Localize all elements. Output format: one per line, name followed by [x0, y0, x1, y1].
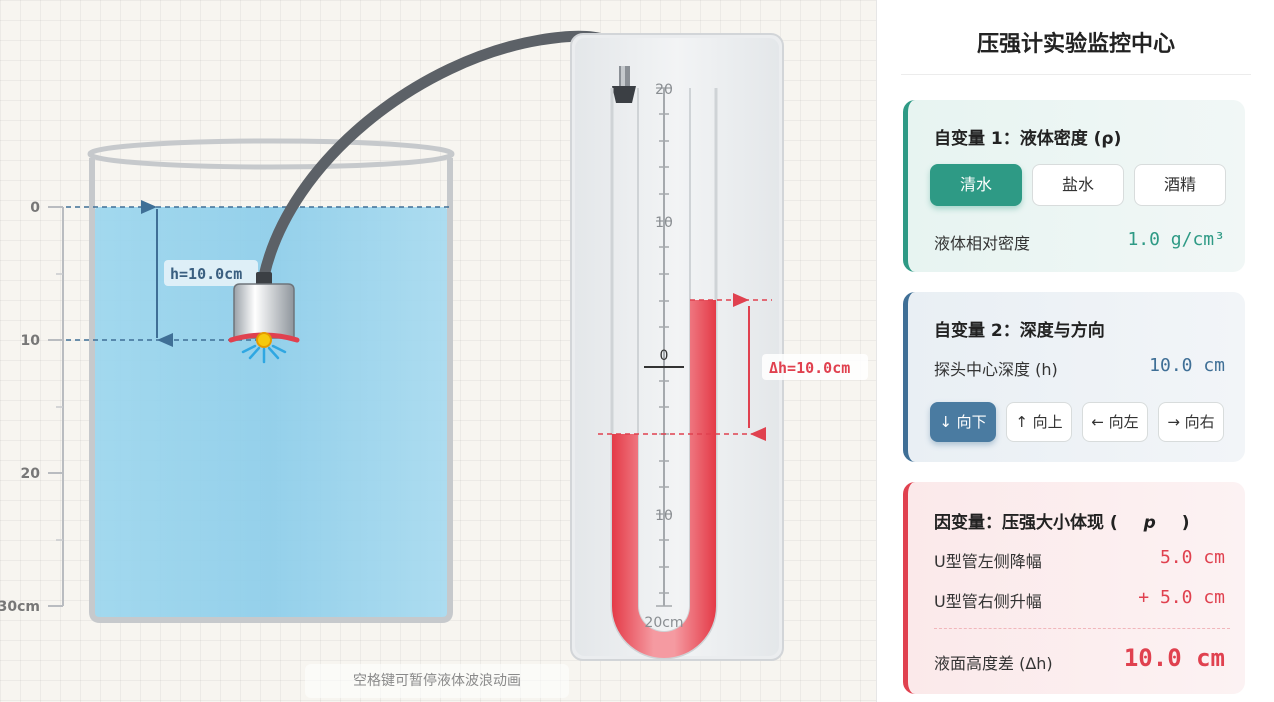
direction-up-button[interactable]: ↑ 向上	[1006, 402, 1072, 442]
water	[92, 207, 450, 621]
direction-left-button[interactable]: ← 向左	[1082, 402, 1148, 442]
scale-label-bottom-10: 10	[655, 508, 673, 524]
depth-label-10: 10	[21, 333, 41, 349]
depth-label-0: 0	[30, 200, 40, 216]
control-panel: 压强计实验监控中心 自变量 1：液体密度 (ρ) 清水 盐水 酒精 液体相对密度…	[876, 0, 1274, 702]
left-drop-value: 5.0 cm	[1159, 547, 1225, 568]
panel-divider	[901, 74, 1251, 75]
depth-card-title: 自变量 2：深度与方向	[934, 321, 1105, 341]
experiment-stage: 0 10 20 30cm h=10.0cm	[0, 30, 868, 661]
pressure-card: 因变量：压强大小体现 ( p) U型管左侧降幅 5.0 cm U型管右侧升幅 + …	[903, 482, 1245, 694]
right-rise-label: U型管右侧升幅	[934, 592, 1042, 611]
hint-text: 空格键可暂停液体波浪动画	[305, 664, 569, 698]
manometer-liquid	[612, 300, 716, 658]
density-card: 自变量 1：液体密度 (ρ) 清水 盐水 酒精 液体相对密度 1.0 g/cm³	[903, 100, 1245, 272]
pressure-card-divider	[934, 628, 1230, 629]
pressure-title-suffix: )	[1181, 513, 1190, 533]
water-button[interactable]: 清水	[930, 164, 1022, 206]
delta-h-label: Δh=10.0cm	[769, 359, 850, 377]
direction-down-button[interactable]: ↓ 向下	[930, 402, 996, 442]
beaker	[66, 138, 455, 623]
depth-label-20: 20	[21, 466, 41, 482]
depth-direction-card: 自变量 2：深度与方向 探头中心深度 (h) 10.0 cm ↓ 向下 ↑ 向上…	[903, 292, 1245, 462]
depth-ruler: 0 10 20 30cm	[0, 200, 64, 615]
scale-label-top-20: 20	[655, 82, 673, 98]
experiment-diagram: 0 10 20 30cm h=10.0cm	[0, 30, 868, 661]
density-label: 液体相对密度	[934, 234, 1031, 253]
probe-depth-marker: h=10.0cm	[141, 200, 258, 347]
scale-label-top-10: 10	[655, 215, 673, 231]
scale-label-zero: 0	[660, 348, 669, 364]
salt-water-button[interactable]: 盐水	[1032, 164, 1124, 206]
height-diff-label: 液面高度差 (Δh)	[934, 654, 1053, 673]
probe-center-dot	[256, 332, 272, 348]
pressure-title-symbol: p	[1143, 513, 1156, 533]
probe-depth-label: h=10.0cm	[170, 265, 242, 283]
panel-title: 压强计实验监控中心	[976, 32, 1175, 57]
pressure-arrows-icon	[241, 344, 287, 364]
scale-label-bottom-20: 20cm	[644, 615, 683, 631]
probe-depth-value: 10.0 cm	[1149, 355, 1225, 376]
pressure-title-prefix: 因变量：压强大小体现 (	[934, 513, 1118, 533]
density-card-title: 自变量 1：液体密度 (ρ)	[934, 129, 1122, 149]
u-tube-manometer: 20 10 0 10 20cm Δh=10.0cm	[570, 33, 868, 661]
beaker-rim	[87, 138, 455, 170]
direction-right-button[interactable]: → 向右	[1158, 402, 1224, 442]
left-drop-label: U型管左侧降幅	[934, 552, 1042, 571]
right-rise-value: + 5.0 cm	[1138, 587, 1225, 608]
pressure-card-title: 因变量：压强大小体现 ( p)	[934, 508, 1189, 533]
height-diff-value: 10.0 cm	[1123, 644, 1225, 672]
depth-label-30: 30cm	[0, 599, 40, 615]
pressure-probe[interactable]	[228, 272, 300, 364]
density-value: 1.0 g/cm³	[1127, 229, 1225, 250]
probe-depth-row-label: 探头中心深度 (h)	[934, 360, 1058, 379]
alcohol-button[interactable]: 酒精	[1134, 164, 1226, 206]
